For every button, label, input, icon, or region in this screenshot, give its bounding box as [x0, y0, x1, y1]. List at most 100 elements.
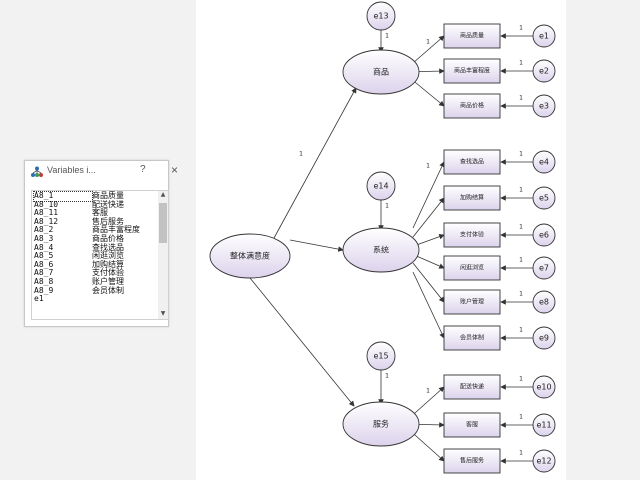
error-node[interactable]: e3	[532, 94, 556, 118]
observed-variable-node-shape	[443, 448, 501, 474]
root-latent-node[interactable]: 整体满意度	[209, 233, 291, 279]
variable-label: 商品丰富程度	[92, 225, 140, 235]
path-arrow	[412, 262, 445, 303]
variable-name: A8_7	[34, 268, 54, 278]
error-node-label: e1	[539, 32, 549, 41]
error-node-label: e5	[539, 194, 549, 203]
error-node-label: e8	[539, 298, 549, 307]
error-node[interactable]: e4	[532, 150, 556, 174]
error-node-shape	[532, 449, 556, 473]
observed-variable-node[interactable]: 客服	[443, 412, 501, 438]
latent-service-error-node-shape	[366, 341, 396, 371]
path-arrow	[412, 80, 445, 107]
error-node-label: e12	[536, 457, 551, 466]
observed-variable-node[interactable]: 商品质量	[443, 23, 501, 49]
path-weight-label: 1	[519, 450, 523, 457]
path-arrow	[412, 197, 445, 238]
path-arrow	[412, 35, 445, 64]
variable-label: 闲逛浏览	[92, 251, 124, 261]
scroll-thumb[interactable]	[159, 203, 167, 243]
error-node[interactable]: e6	[532, 223, 556, 247]
error-node[interactable]: e1	[532, 24, 556, 48]
error-node[interactable]: e7	[532, 256, 556, 280]
observed-variable-node[interactable]: 商品价格	[443, 93, 501, 119]
latent-goods-error-node-label: e13	[373, 12, 388, 21]
latent-goods-node-label: 商品	[373, 67, 389, 77]
error-node[interactable]: e12	[532, 449, 556, 473]
error-node[interactable]: e2	[532, 59, 556, 83]
observed-variable-node-shape	[443, 23, 501, 49]
error-node[interactable]: e9	[532, 326, 556, 350]
observed-variable-node-label: 查找选品	[460, 158, 484, 166]
help-button[interactable]: ?	[140, 164, 146, 175]
close-button[interactable]: ×	[171, 163, 179, 177]
error-node-shape	[532, 150, 556, 174]
observed-variable-node[interactable]: 支付体验	[443, 222, 501, 248]
variable-name: A8_9	[34, 285, 54, 295]
path-arrow	[289, 239, 344, 252]
observed-variable-node[interactable]: 加购结算	[443, 185, 501, 211]
variable-list-item[interactable]: A8_5 闲逛浏览	[34, 252, 152, 261]
variables-window-titlebar[interactable]: Variables i... ? ×	[25, 161, 178, 182]
latent-system-node[interactable]: 系统	[342, 227, 420, 273]
path-weight-label: 1	[299, 151, 303, 158]
variable-name: A8_12	[34, 216, 59, 226]
error-node[interactable]: e10	[532, 375, 556, 399]
path-arrow	[412, 386, 445, 416]
variable-label: 商品质量	[92, 191, 124, 200]
path-weight-label: 1	[519, 187, 523, 194]
observed-variable-node[interactable]: 商品丰富程度	[443, 58, 501, 84]
error-node[interactable]: e11	[532, 413, 556, 437]
variable-name: A8_4	[34, 242, 54, 252]
variable-name: A8_11	[34, 208, 59, 218]
variables-scrollbar[interactable]: ▲ ▼	[158, 191, 168, 319]
observed-variable-node[interactable]: 账户管理	[443, 289, 501, 315]
latent-service-node[interactable]: 服务	[342, 401, 420, 447]
variable-label: 加购结算	[92, 259, 124, 269]
latent-goods-error-node[interactable]: e13	[366, 1, 396, 31]
observed-variable-node[interactable]: 售后服务	[443, 448, 501, 474]
latent-system-error-node-label: e14	[373, 182, 388, 191]
observed-variable-node[interactable]: 闲逛浏览	[443, 255, 501, 281]
latent-goods-node[interactable]: 商品	[342, 49, 420, 95]
scroll-up-icon[interactable]: ▲	[160, 191, 166, 198]
latent-service-error-node[interactable]: e15	[366, 341, 396, 371]
observed-variable-node-label: 客服	[466, 421, 478, 429]
variable-name: A8_10	[34, 199, 59, 209]
error-node-shape	[532, 413, 556, 437]
variable-list-item[interactable]: A8_7 支付体验	[34, 269, 152, 278]
observed-variable-node[interactable]: 会员体制	[443, 325, 501, 351]
error-node[interactable]: e8	[532, 290, 556, 314]
path-weight-label: 1	[519, 327, 523, 334]
variable-label: 商品价格	[92, 233, 124, 243]
observed-variable-node[interactable]: 查找选品	[443, 149, 501, 175]
error-node[interactable]: e5	[532, 186, 556, 210]
scroll-down-icon[interactable]: ▼	[160, 310, 166, 317]
variable-list-item[interactable]: e1	[34, 295, 152, 304]
observed-variable-node-label: 闲逛浏览	[460, 264, 484, 272]
variable-label: 支付体验	[92, 268, 124, 278]
observed-variable-node-shape	[443, 149, 501, 175]
observed-variable-node-shape	[443, 222, 501, 248]
latent-goods-error-node-shape	[366, 1, 396, 31]
latent-system-error-node[interactable]: e14	[366, 171, 396, 201]
variable-name: A8_8	[34, 276, 54, 286]
variable-name: A8_5	[34, 251, 54, 261]
path-weight-label: 1	[519, 291, 523, 298]
observed-variable-node[interactable]: 配送快递	[443, 374, 501, 400]
